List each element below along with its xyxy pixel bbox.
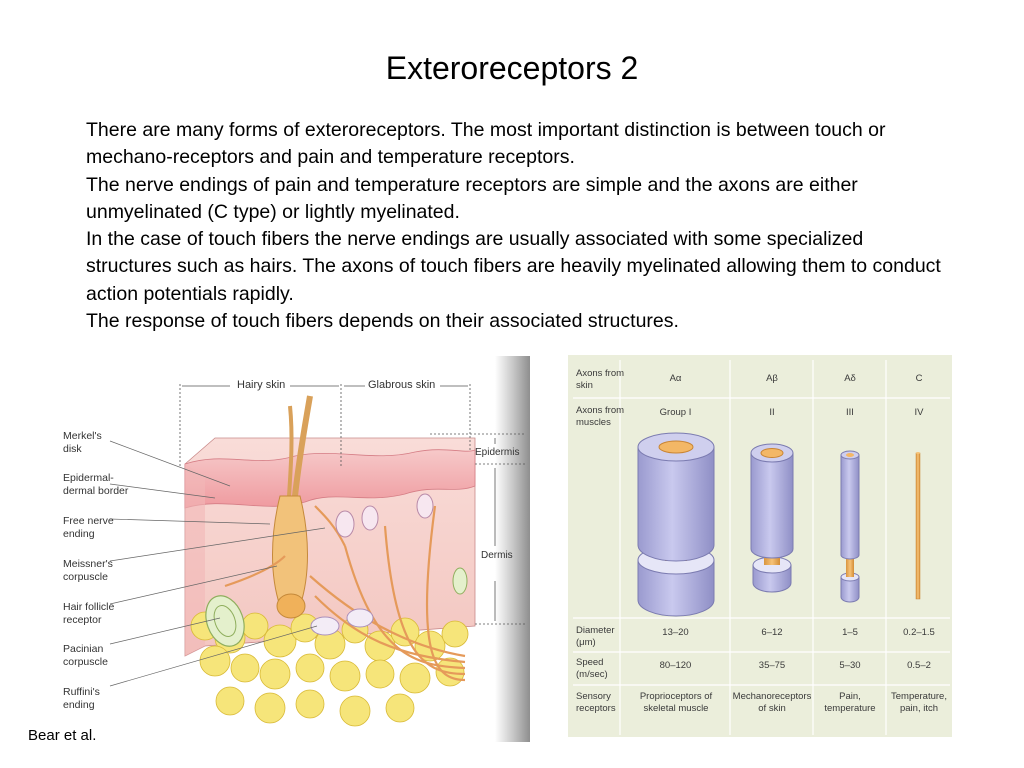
label-meissners-corpuscle: Meissner's corpuscle [63,558,113,583]
glabrous-skin-label: Glabrous skin [368,379,436,391]
cell-muscle-group: II [769,407,775,418]
label-ruffinis-ending: Ruffini's ending [63,686,100,711]
skin-cross-section-figure: Hairy skin Glabrous skin Epidermis Dermi… [55,356,530,742]
paragraph-1: There are many forms of exteroreceptors.… [86,119,886,169]
axon-a-alpha [637,432,715,617]
cell-receptor: Pain, temperature [824,691,876,714]
slide-title: Exteroreceptors 2 [385,50,639,86]
dermis-label: Dermis [481,550,513,561]
cell-skin-type: Aβ [766,373,778,384]
cell-speed: 0.5–2 [907,660,931,671]
cell-diameter: 13–20 [662,627,689,638]
paragraph-2: The nerve endings of pain and temperatur… [86,173,858,223]
label-free-nerve-ending: Free nerve ending [63,515,114,540]
figure-credit: Bear et al. [28,727,97,744]
cell-skin-type: Aδ [844,373,856,384]
label-epidermal-dermal-border: Epidermal-dermal border [63,472,129,497]
row-header-diameter: Diameter (μm) [576,625,615,648]
row-header-axons-skin: Axons from skin [576,368,625,391]
paragraph-3: In the case of touch fibers the nerve en… [86,228,941,305]
body-text: There are many forms of exteroreceptors.… [86,117,946,335]
cell-receptor: Mechanoreceptors of skin [732,691,812,714]
cell-speed: 5–30 [839,660,861,671]
cell-receptor: Proprioceptors of skeletal muscle [639,691,713,714]
axon-classification-figure: Axons from skin Axons from muscles Diame… [568,355,952,737]
row-header-speed: Speed (m/sec) [576,657,608,680]
cell-skin-type: C [915,373,923,384]
cell-muscle-group: III [846,407,854,418]
hairy-skin-label: Hairy skin [237,379,286,391]
cell-speed: 80–120 [659,660,692,671]
nerve-fibers [224,505,466,682]
axon-c [915,452,921,600]
cell-muscle-group: Group I [659,407,692,418]
cell-receptor: Temperature, pain, itch [891,691,947,714]
paragraph-4: The response of touch fibers depends on … [86,310,679,333]
cell-muscle-group: IV [914,407,924,418]
row-header-sensory-receptors: Sensory receptors [576,691,616,714]
label-pacinian-corpuscle: Pacinian corpuscle [63,643,108,668]
row-header-axons-muscles: Axons from muscles [576,405,625,428]
page-gutter [495,356,530,742]
cell-diameter: 0.2–1.5 [903,627,935,638]
axon-a-beta [750,443,794,593]
label-hair-follicle-receptor: Hair follicle receptor [63,601,115,626]
cell-speed: 35–75 [758,660,786,671]
cell-diameter: 1–5 [842,627,858,638]
cell-diameter: 6–12 [761,627,783,638]
label-merkels-disk: Merkel's disk [63,430,102,455]
axon-diagram [573,360,950,735]
epidermis-label: Epidermis [475,447,520,458]
cell-skin-type: Aα [669,373,682,384]
axon-a-delta [840,450,860,603]
skin-illustration [109,356,530,742]
